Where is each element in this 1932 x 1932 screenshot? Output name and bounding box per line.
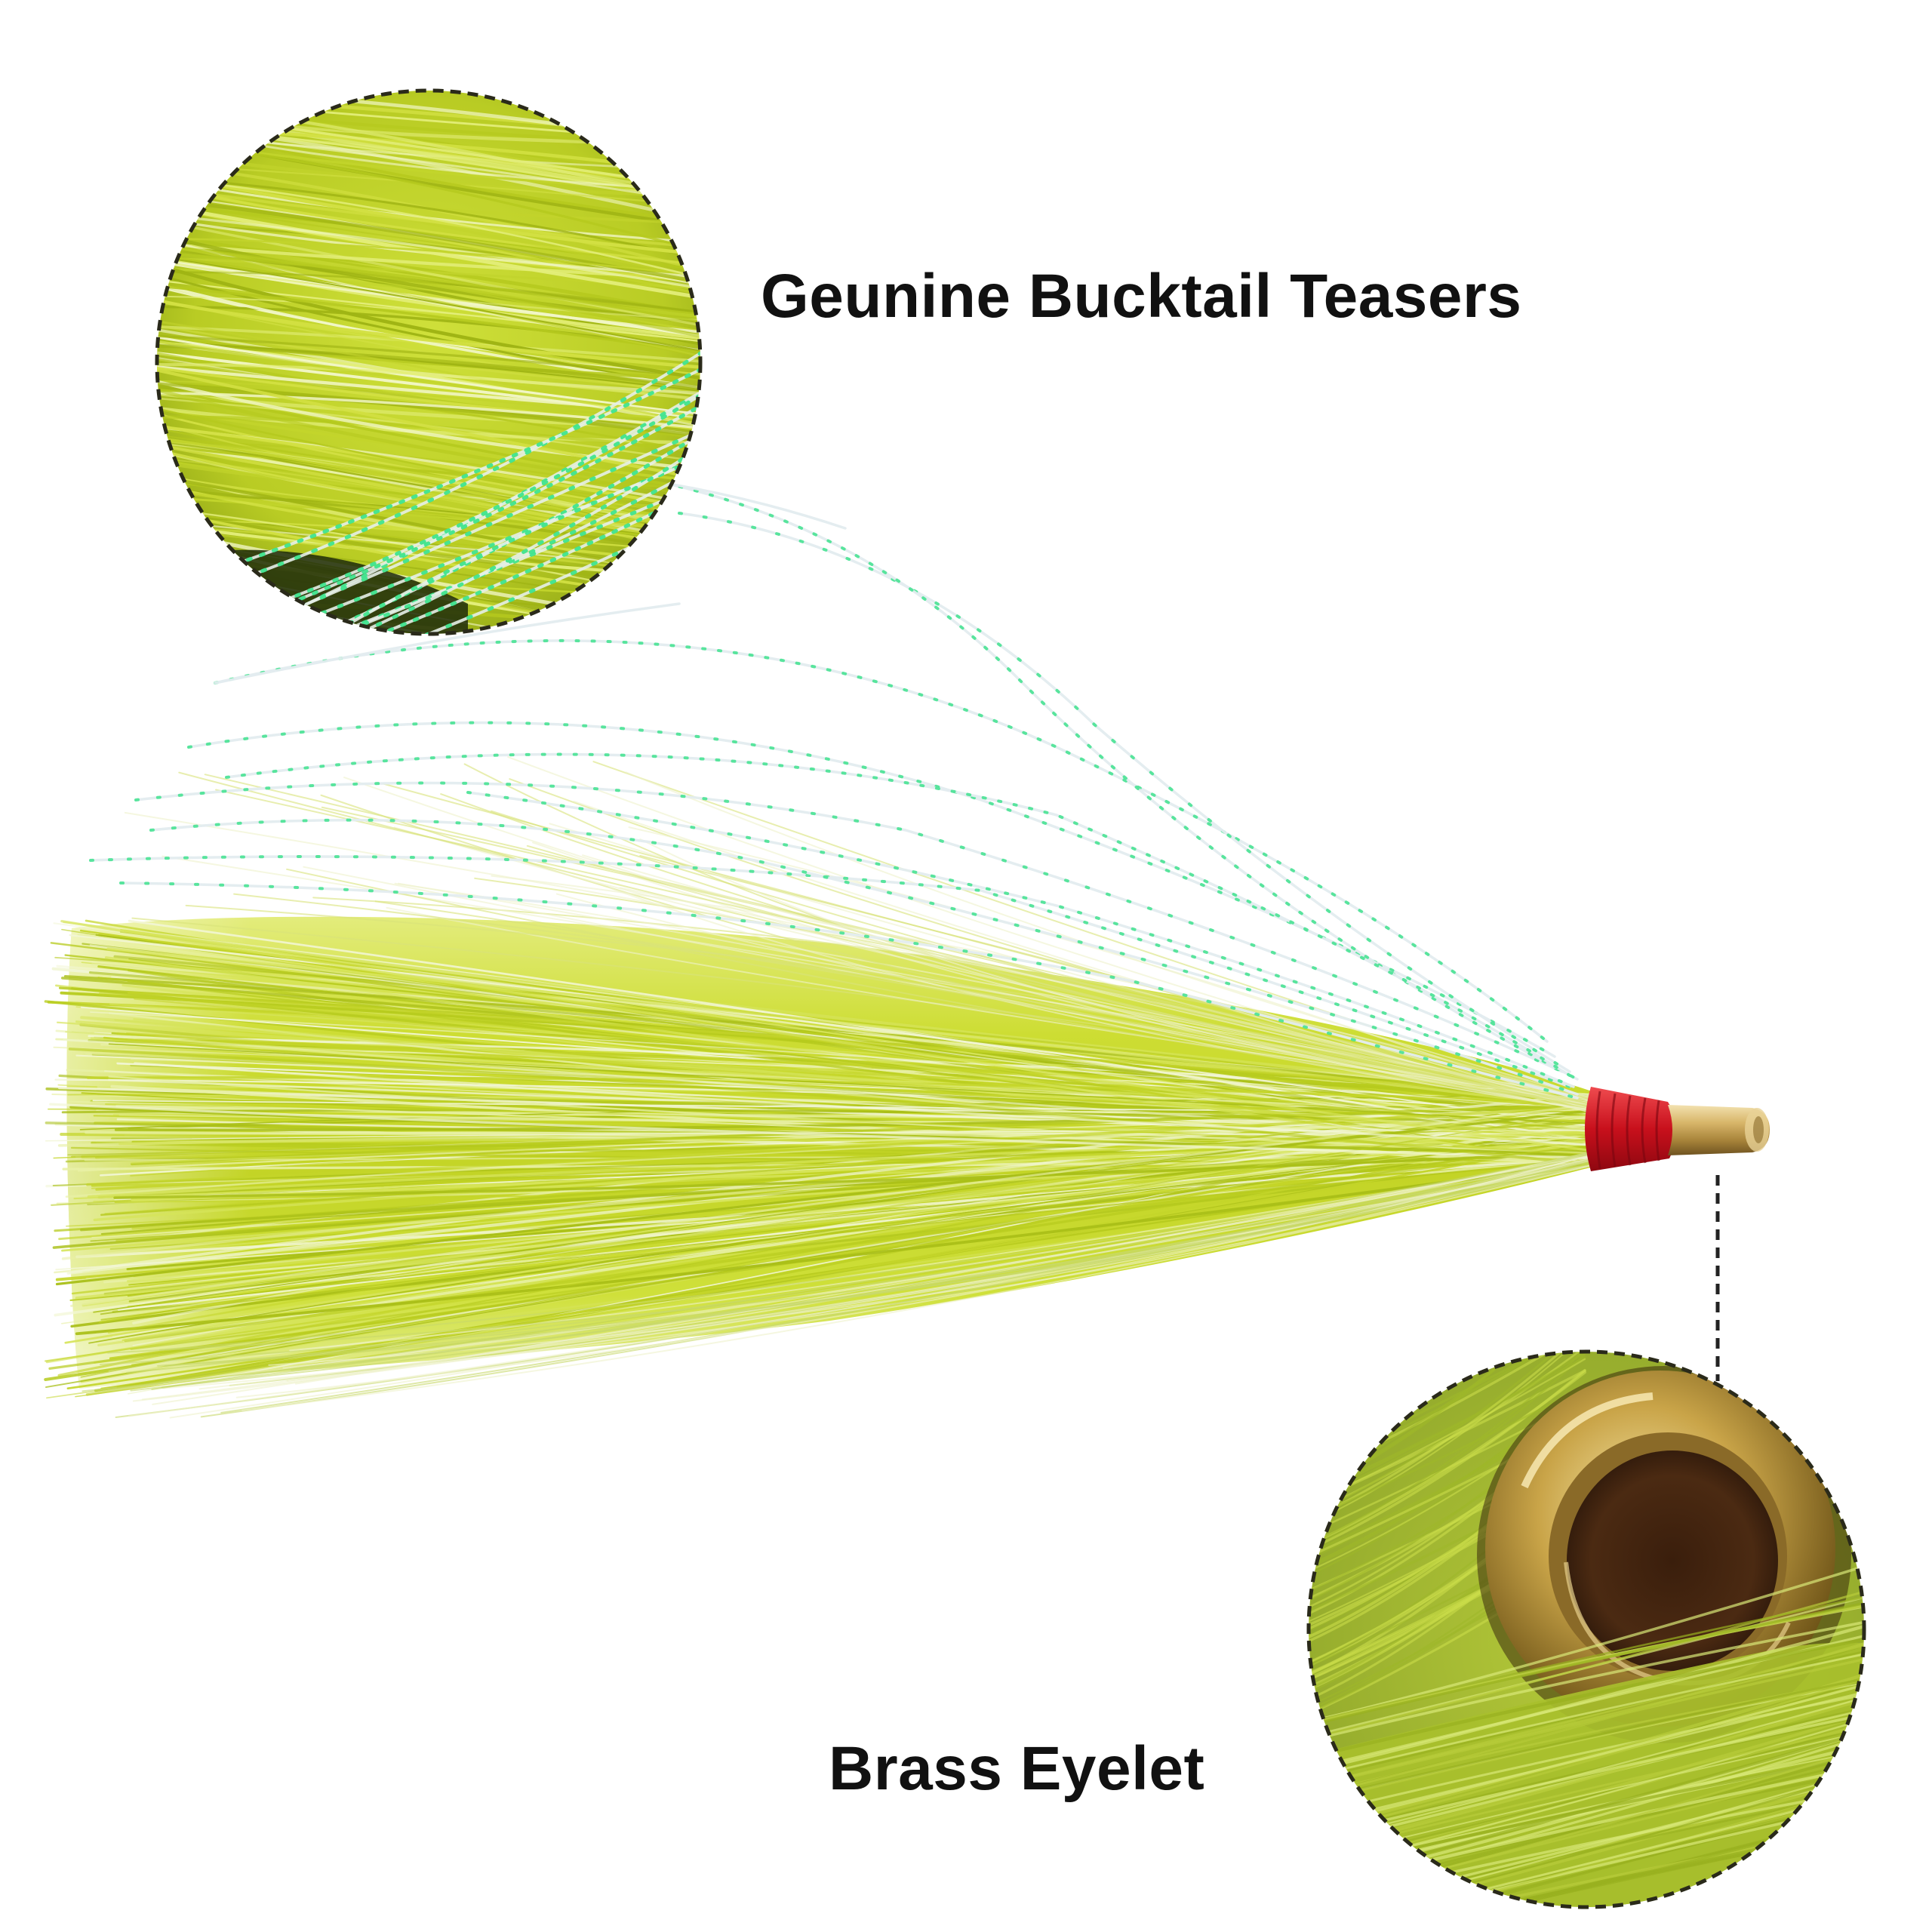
magnified-brass-eyelet-icon: [1477, 1366, 1851, 1743]
brass-eyelet: [1668, 1105, 1770, 1155]
bucktail-teaser: [44, 481, 1770, 1419]
eyelet-zoom-circle: [1306, 1349, 1866, 1909]
teasers-caption: Geunine Bucktail Teasers: [761, 262, 1522, 331]
red-thread-wrap: [1585, 1087, 1677, 1171]
teaser-zoom-circle: [155, 88, 703, 636]
flash-strands: [89, 481, 1579, 1100]
hair-strands: [44, 756, 1594, 1419]
eyelet-caption: Brass Eyelet: [829, 1734, 1205, 1803]
